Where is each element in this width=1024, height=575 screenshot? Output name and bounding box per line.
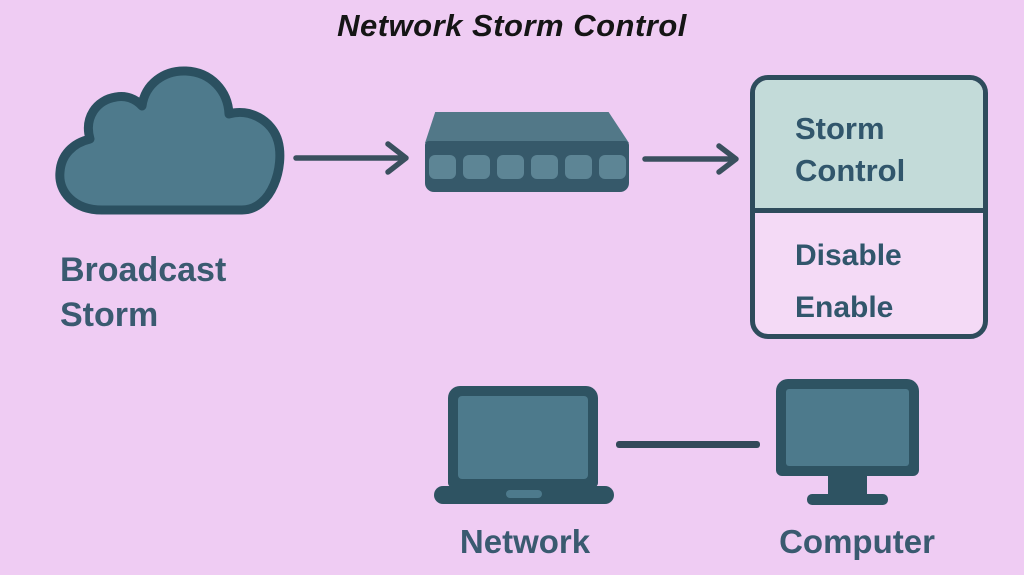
cloud-icon xyxy=(55,66,285,215)
laptop-icon xyxy=(434,386,614,504)
switch-port xyxy=(530,154,558,179)
laptop-label: Network xyxy=(459,523,591,560)
monitor-screen xyxy=(776,379,919,476)
arrow-right-icon xyxy=(293,141,409,175)
laptop-base xyxy=(434,486,614,504)
connector-line xyxy=(616,441,760,448)
switch-port xyxy=(496,154,524,179)
cloud-label: Broadcast Storm xyxy=(60,251,227,334)
laptop-notch xyxy=(506,490,542,498)
switch-port xyxy=(428,154,456,179)
arrow-right-icon xyxy=(642,143,739,175)
switch-port xyxy=(462,154,490,179)
option-disable: Disable xyxy=(795,239,902,272)
storm-control-panel: Storm Control Disable Enable xyxy=(750,75,988,339)
storm-control-options: Disable Enable xyxy=(755,213,983,325)
monitor-stand-base xyxy=(807,494,888,505)
network-switch-icon xyxy=(425,112,629,192)
option-enable: Enable xyxy=(795,291,894,324)
storm-control-header: Storm Control xyxy=(755,80,983,213)
monitor-stand-neck xyxy=(828,475,867,497)
switch-top-face xyxy=(425,112,629,143)
laptop-screen xyxy=(448,386,598,487)
diagram-title: Network Storm Control xyxy=(337,8,687,43)
monitor-icon xyxy=(776,379,919,505)
switch-ports xyxy=(425,141,629,192)
monitor-label: Computer xyxy=(779,523,935,560)
switch-port xyxy=(564,154,592,179)
switch-port xyxy=(598,154,626,179)
monitor-display xyxy=(786,389,909,466)
laptop-display xyxy=(458,396,588,479)
